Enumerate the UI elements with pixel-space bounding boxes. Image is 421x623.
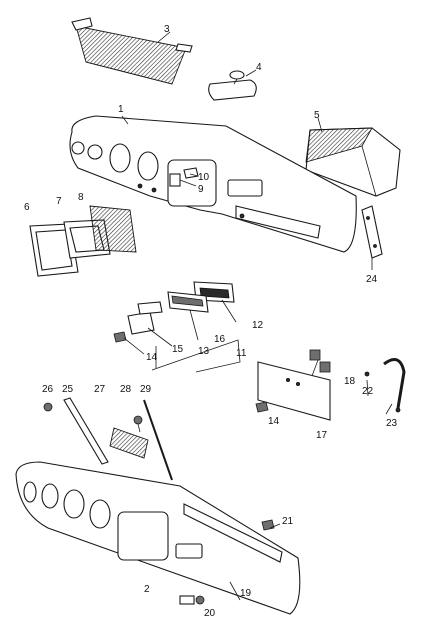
part-28-switch [133, 415, 143, 433]
part-8-bezel [89, 205, 137, 253]
label-part-9: 9 [198, 184, 204, 195]
label-part-25: 25 [62, 384, 74, 395]
label-part-3: 3 [164, 24, 170, 35]
label-part-29: 29 [140, 384, 152, 395]
label-part-16: 16 [214, 334, 226, 345]
label-part-27: 27 [94, 384, 106, 395]
label-part-10: 10 [198, 172, 210, 183]
part-15-cover [127, 301, 163, 335]
part-29-rod [143, 399, 173, 481]
label-part-13: 13 [198, 346, 210, 357]
part-22-screw [364, 371, 370, 377]
part-27-panel [109, 427, 149, 459]
part-14-knob [113, 331, 127, 343]
label-part-12: 12 [252, 320, 264, 331]
leader-lines [121, 31, 393, 601]
label-part-24: 24 [366, 274, 378, 285]
part-4-mirror [208, 70, 257, 101]
part-14-knob-lower [255, 401, 269, 413]
part-26-clip [43, 402, 53, 412]
label-part-15: 15 [172, 344, 184, 355]
part-23-handle [383, 358, 406, 413]
label-part-17: 17 [316, 430, 328, 441]
label-part-8: 8 [78, 192, 84, 203]
label-part-5: 5 [314, 110, 320, 121]
label-part-20: 20 [204, 608, 216, 619]
part-2-dashboard [15, 461, 301, 615]
part-25-strip [63, 397, 109, 465]
label-part-23: 23 [386, 418, 398, 429]
part-21-clip [261, 519, 275, 531]
part-16-ashtray-insert [167, 291, 209, 313]
label-part-22: 22 [362, 386, 374, 397]
part-3-tray [71, 17, 193, 85]
label-part-6: 6 [24, 202, 30, 213]
label-part-14: 14 [146, 352, 158, 363]
label-part-26: 26 [42, 384, 54, 395]
part-11-13-leaders [151, 339, 241, 373]
label-part-7: 7 [56, 196, 62, 207]
label-part-2: 2 [144, 584, 150, 595]
label-part-28: 28 [120, 384, 132, 395]
label-part-1: 1 [118, 104, 124, 115]
part-20-lighter [179, 595, 205, 605]
label-part-14b: 14 [268, 416, 280, 427]
part-18-hinges [309, 349, 331, 373]
label-part-11: 11 [236, 348, 247, 359]
label-part-19: 19 [240, 588, 252, 599]
part-1-dashboard [69, 115, 357, 253]
label-part-4: 4 [256, 62, 262, 73]
part-24-bracket [361, 205, 383, 259]
label-part-18: 18 [344, 376, 356, 387]
part-17-lid [257, 361, 331, 421]
label-part-21: 21 [282, 516, 294, 527]
